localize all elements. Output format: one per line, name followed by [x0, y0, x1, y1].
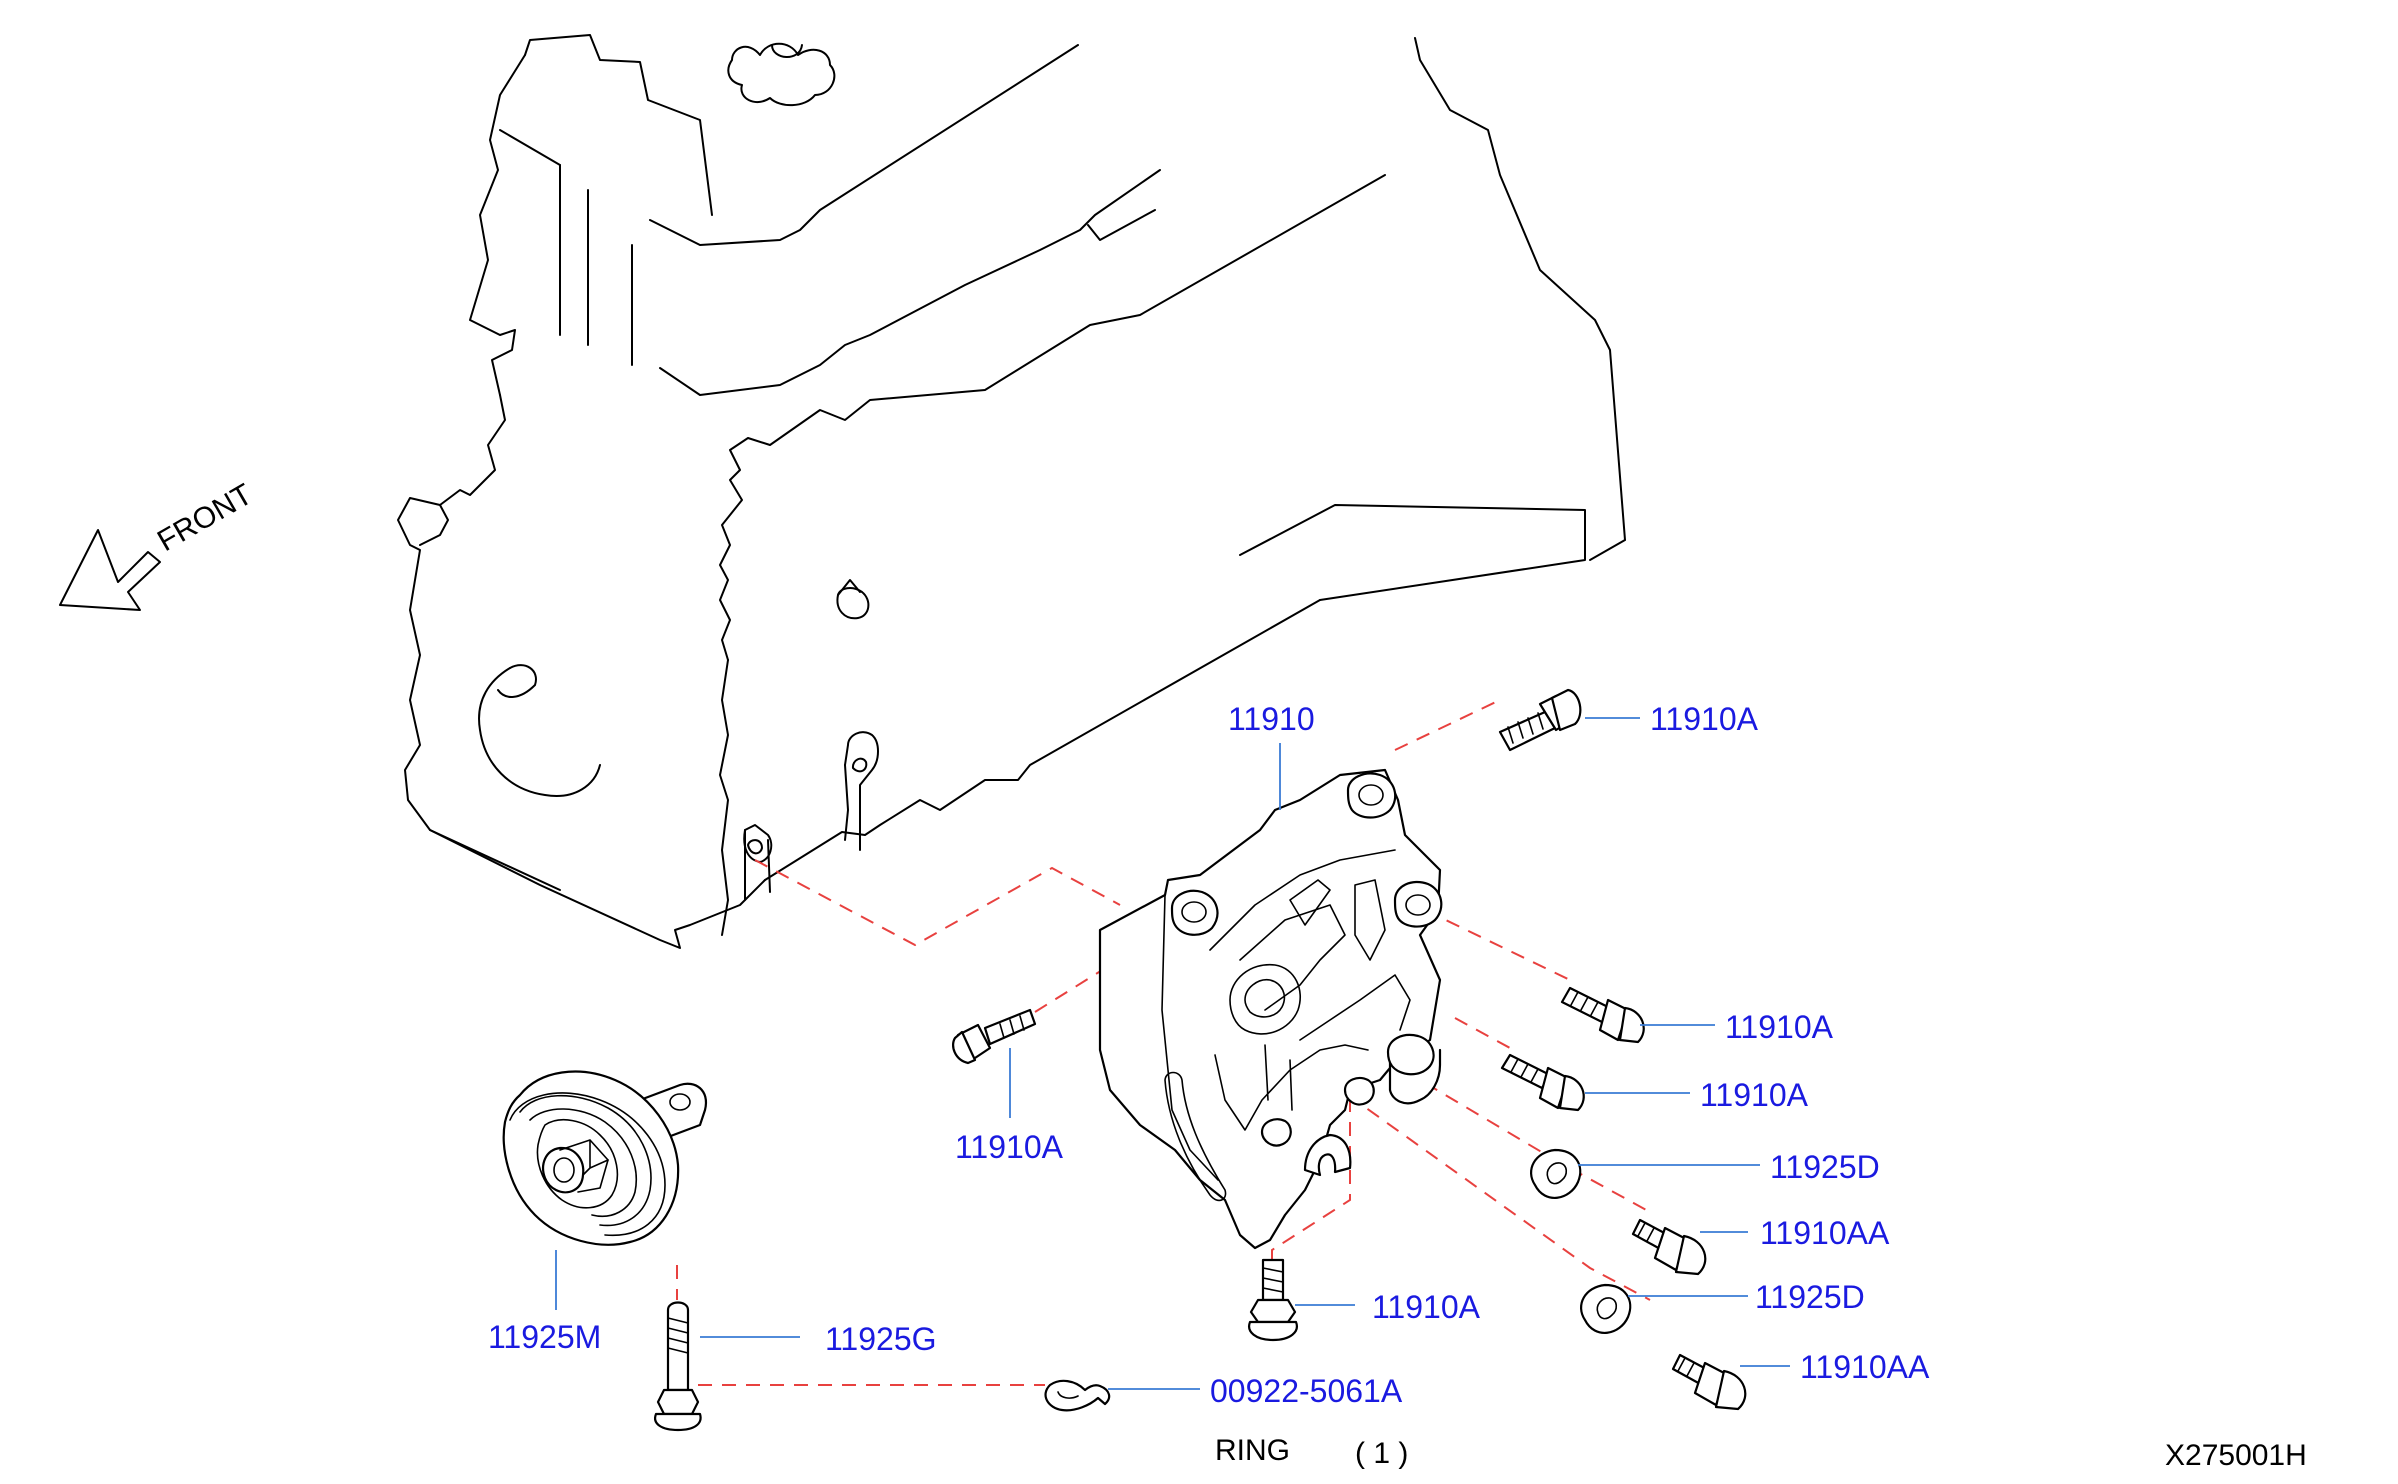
callout-pulley[interactable]: 11925M [488, 1319, 601, 1355]
ring-quantity: ( 1 ) [1355, 1437, 1408, 1470]
callout-bolt-aa-1[interactable]: 11910AA [1760, 1215, 1890, 1251]
pulley-bolt-part [654, 1301, 702, 1432]
bolt-bottom [1248, 1258, 1298, 1342]
ring-note: RING [1215, 1434, 1290, 1467]
bolt-mid-right-1 [1560, 986, 1645, 1044]
callout-bolt-left[interactable]: 11910A [955, 1129, 1064, 1165]
callout-bolt-bottom[interactable]: 11910A [1372, 1289, 1481, 1325]
washer-2 [1579, 1283, 1632, 1334]
callout-bolt-mid-right-2[interactable]: 11910A [1700, 1077, 1809, 1113]
callout-bolt-aa-2[interactable]: 11910AA [1800, 1349, 1930, 1385]
callout-bolt-top-right[interactable]: 11910A [1650, 701, 1759, 737]
bolt-mid-right-2 [1500, 1053, 1585, 1112]
callout-washer-2[interactable]: 11925D [1755, 1279, 1865, 1315]
callout-bolt-mid-right-1[interactable]: 11910A [1725, 1009, 1834, 1045]
bolt-top-right [1498, 688, 1582, 752]
callout-washer-1[interactable]: 11925D [1770, 1149, 1880, 1185]
bolt-aa-2 [1671, 1353, 1747, 1411]
pulley-part [502, 1070, 708, 1246]
engine-block-outline [397, 34, 1626, 949]
front-arrow-icon [59, 529, 161, 611]
callout-bracket[interactable]: 11910 [1228, 701, 1315, 737]
bolt-left [951, 1008, 1037, 1065]
leader-lines [555, 717, 1790, 1390]
front-label: FRONT [152, 478, 258, 558]
callout-ring[interactable]: 00922-5061A [1210, 1373, 1403, 1409]
washer-1 [1529, 1148, 1582, 1199]
ring-part [1044, 1379, 1111, 1412]
drawing-id: X275001H [2165, 1439, 2307, 1472]
bracket-part [1098, 768, 1443, 1250]
callout-pulley-bolt[interactable]: 11925G [825, 1321, 937, 1357]
bolt-aa-1 [1631, 1218, 1707, 1276]
